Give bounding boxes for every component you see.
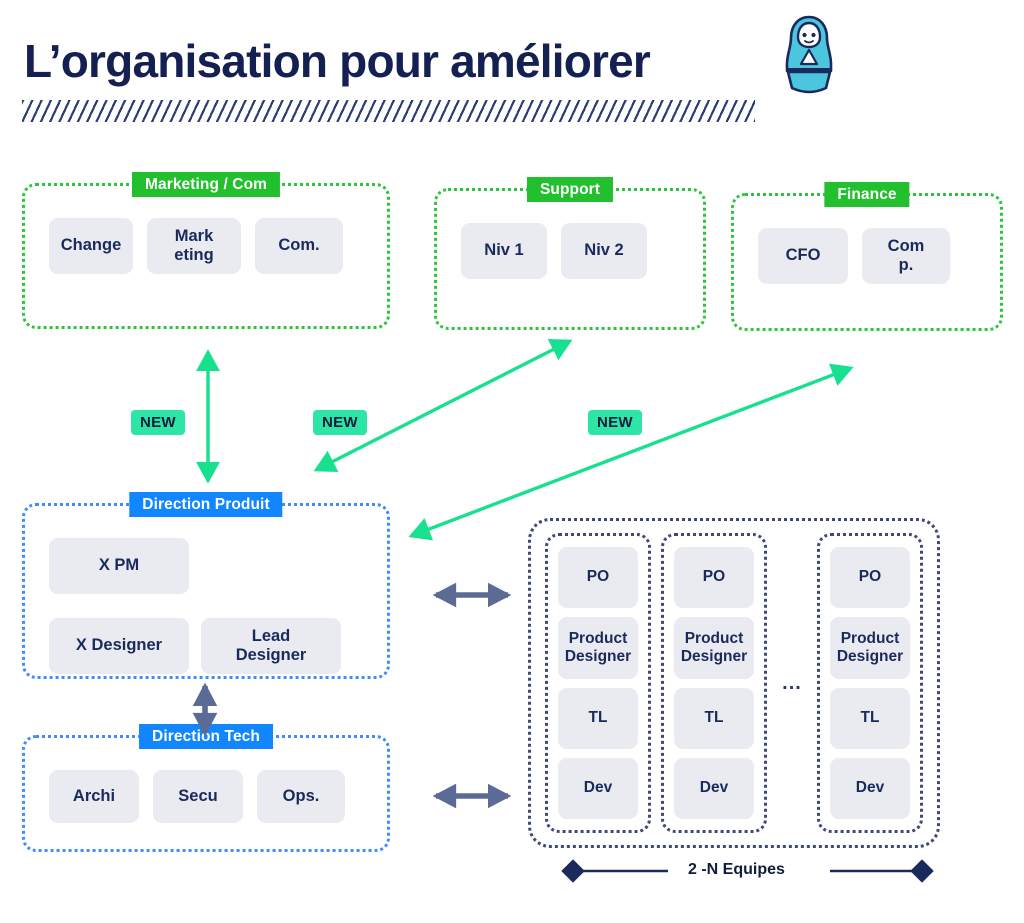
role-product-designer[interactable]: Product Designer: [674, 617, 754, 679]
team-column-2[interactable]: PO Product Designer TL Dev: [661, 533, 767, 833]
role-product-designer-line1: Product: [840, 629, 900, 647]
chip-marketing-line1: Mark: [174, 226, 214, 245]
group-badge-finance: Finance: [824, 182, 910, 207]
new-badge-support: NEW: [313, 410, 367, 435]
team-column-1[interactable]: PO Product Designer TL Dev: [545, 533, 651, 833]
role-tl[interactable]: TL: [558, 687, 638, 749]
teams-row: PO Product Designer TL Dev PO Product De…: [545, 533, 923, 833]
role-product-designer-line1: Product: [568, 629, 628, 647]
role-product-designer-line2: Designer: [680, 647, 748, 665]
role-dev[interactable]: Dev: [674, 757, 754, 819]
group-badge-support: Support: [526, 177, 614, 202]
role-dev[interactable]: Dev: [558, 757, 638, 819]
group-body-finance: CFO Com p.: [734, 196, 1000, 284]
chip-cfo[interactable]: CFO: [758, 228, 848, 284]
chip-niv-2[interactable]: Niv 2: [561, 223, 647, 279]
group-body-marketing-com: Change Mark eting Com.: [25, 186, 387, 274]
group-badge-marketing-com: Marketing / Com: [131, 172, 281, 197]
chip-lead-designer[interactable]: Lead Designer: [201, 618, 341, 674]
teams-caption: 2 -N Equipes: [688, 861, 785, 878]
hatched-divider: [22, 100, 755, 122]
chip-lead-designer-line1: Lead: [251, 626, 291, 645]
chip-comp-line2: p.: [898, 256, 914, 274]
matryoshka-doll-icon: [785, 15, 833, 94]
group-support[interactable]: Support Niv 1 Niv 2: [434, 177, 706, 330]
role-dev[interactable]: Dev: [830, 757, 910, 819]
group-marketing-com[interactable]: Marketing / Com Change Mark eting Com.: [22, 172, 390, 329]
connector-produit-to-support: [313, 339, 573, 472]
chip-niv-1[interactable]: Niv 1: [461, 223, 547, 279]
role-product-designer[interactable]: Product Designer: [558, 617, 638, 679]
group-body-support: Niv 1 Niv 2: [437, 191, 703, 279]
role-po[interactable]: PO: [674, 547, 754, 609]
chip-lead-designer-line2: Designer: [235, 646, 307, 664]
group-badge-direction-produit: Direction Produit: [129, 492, 283, 517]
chip-x-pm[interactable]: X PM: [49, 538, 189, 594]
new-badge-finance: NEW: [588, 410, 642, 435]
group-body-direction-produit: X PM X Designer Lead Designer: [25, 506, 387, 674]
chip-com[interactable]: Com.: [255, 218, 343, 274]
chip-ops[interactable]: Ops.: [257, 770, 345, 823]
role-product-designer-line2: Designer: [836, 647, 904, 665]
role-product-designer-line1: Product: [684, 629, 744, 647]
group-direction-produit[interactable]: Direction Produit X PM X Designer Lead D…: [22, 492, 390, 679]
chip-comp[interactable]: Com p.: [862, 228, 950, 284]
group-direction-tech[interactable]: Direction Tech Archi Secu Ops.: [22, 724, 390, 852]
page-title: L’organisation pour améliorer: [24, 35, 651, 87]
connector-teams-to-finance: [408, 363, 854, 541]
role-tl[interactable]: TL: [674, 687, 754, 749]
group-finance[interactable]: Finance CFO Com p.: [731, 182, 1003, 331]
role-product-designer[interactable]: Product Designer: [830, 617, 910, 679]
teams-container[interactable]: PO Product Designer TL Dev PO Product De…: [528, 518, 940, 848]
teams-ellipsis: ...: [782, 671, 802, 694]
role-tl[interactable]: TL: [830, 687, 910, 749]
chip-marketing[interactable]: Mark eting: [147, 218, 241, 274]
role-po[interactable]: PO: [558, 547, 638, 609]
chip-secu[interactable]: Secu: [153, 770, 243, 823]
group-body-direction-tech: Archi Secu Ops.: [25, 738, 387, 823]
chip-marketing-line2: eting: [174, 246, 214, 264]
chip-comp-line1: Com: [887, 236, 925, 255]
new-badge-marketing: NEW: [131, 410, 185, 435]
role-product-designer-line2: Designer: [564, 647, 632, 665]
team-column-n[interactable]: PO Product Designer TL Dev: [817, 533, 923, 833]
chip-x-designer[interactable]: X Designer: [49, 618, 189, 674]
chip-archi[interactable]: Archi: [49, 770, 139, 823]
role-po[interactable]: PO: [830, 547, 910, 609]
chip-change[interactable]: Change: [49, 218, 133, 274]
